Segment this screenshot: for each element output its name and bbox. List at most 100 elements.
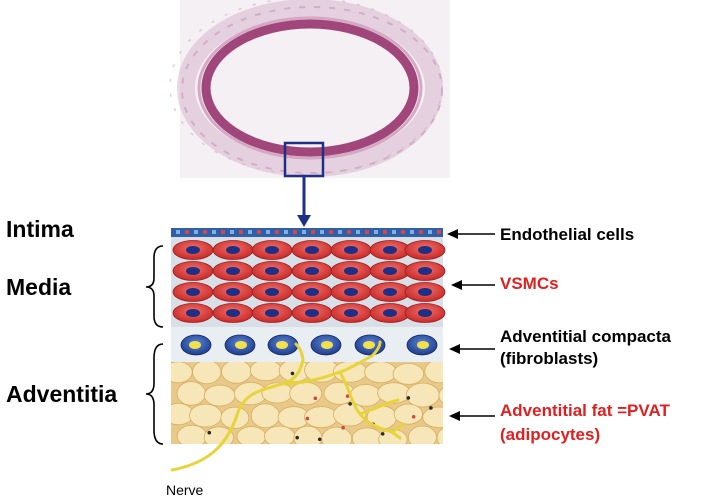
vsmc-nucleus <box>383 288 397 296</box>
endothelial-cell <box>266 230 270 234</box>
vsmc-nucleus <box>226 288 240 296</box>
media-layer <box>171 237 446 327</box>
adipocyte <box>364 362 398 384</box>
vsmc-nucleus <box>383 267 397 275</box>
stromal-dot <box>406 396 411 400</box>
vsmc-nucleus <box>383 246 397 254</box>
endothelial-cell <box>284 230 288 234</box>
vsmc-nucleus <box>344 246 358 254</box>
fibroblasts-label: (fibroblasts) <box>500 349 599 368</box>
endothelial-cell <box>311 230 315 234</box>
endothelial-cell <box>365 230 369 234</box>
stromal-dot <box>313 396 318 401</box>
endothelial-cell <box>356 230 360 234</box>
vsmc-nucleus <box>226 267 240 275</box>
media-bracket <box>145 245 164 328</box>
adventitia-label: Adventitia <box>6 381 118 407</box>
adipocyte <box>221 362 252 384</box>
endothelial-cell <box>338 230 342 234</box>
endothelial-cell <box>248 230 252 234</box>
endothelial-cell <box>392 230 396 234</box>
endothelial-cell <box>410 230 414 234</box>
adventitia-bracket <box>145 343 164 445</box>
adipocyte <box>378 428 408 444</box>
adipocyte <box>392 363 425 385</box>
intima-label: Intima <box>6 216 74 242</box>
endothelial-cell <box>221 230 225 234</box>
endothelial-cell <box>302 230 306 234</box>
adipocyte <box>422 406 443 429</box>
adipocyte <box>236 426 267 444</box>
adipocyte <box>436 427 443 444</box>
vsmc-nucleus <box>305 246 319 254</box>
endothelial-cell <box>329 230 333 234</box>
endothelial-cell <box>185 230 189 234</box>
vsmc-nucleus <box>418 267 432 275</box>
adipocyte <box>176 424 208 444</box>
vsmc-nucleus <box>344 309 358 317</box>
endothelial-cell <box>230 230 234 234</box>
vsmc-nucleus <box>265 309 279 317</box>
vsmc-nucleus <box>305 309 319 317</box>
vsmc-nucleus <box>418 246 432 254</box>
adipocyte <box>393 403 423 425</box>
stromal-dot <box>429 406 433 410</box>
vsmc-nucleus <box>186 267 200 275</box>
stromal-dot <box>317 437 322 442</box>
adipocyte <box>249 362 282 382</box>
adipocyte <box>289 381 323 406</box>
adipocytes-label: (adipocytes) <box>500 425 601 444</box>
endothelial-cell <box>212 230 216 234</box>
endothelial-cell <box>383 230 387 234</box>
vsmc-nucleus <box>305 267 319 275</box>
adipocyte <box>176 381 206 406</box>
nerve <box>170 340 406 472</box>
stromal-dot <box>305 416 310 421</box>
stromal-dot <box>207 430 212 435</box>
endothelial-cell <box>293 230 297 234</box>
vsmc-nucleus <box>186 309 200 317</box>
vsmc-nucleus <box>344 288 358 296</box>
vsmc-nucleus <box>186 246 200 254</box>
stromal-dot <box>411 415 416 419</box>
endothelial-cell <box>203 230 207 234</box>
vsmc-nucleus <box>226 246 240 254</box>
endothelial-cell <box>419 230 423 234</box>
endothelial-layer <box>171 228 443 237</box>
adipocyte <box>171 362 193 384</box>
compacta-layer <box>171 327 443 362</box>
endothelial-cell <box>374 230 378 234</box>
fibroblast-nucleus <box>189 341 201 349</box>
vsmc-nucleus <box>265 288 279 296</box>
adipocyte <box>407 425 437 444</box>
fibroblast-nucleus <box>235 341 247 349</box>
fibroblast-nucleus <box>321 341 333 349</box>
endothelial-cells-label: Endothelial cells <box>500 225 635 244</box>
stromal-dot <box>348 402 352 406</box>
endothelial-cell <box>401 230 405 234</box>
fibroblast-nucleus <box>417 341 429 349</box>
artery-micrograph <box>169 0 450 178</box>
adventitial-compacta-label: Adventitial compacta <box>500 327 671 346</box>
endothelial-cell <box>437 230 441 234</box>
adipocyte <box>189 403 223 428</box>
adipocyte <box>250 403 281 429</box>
stromal-dot <box>380 432 385 436</box>
vsmc-nucleus <box>265 267 279 275</box>
adipocyte <box>351 427 383 444</box>
media-label: Media <box>6 274 72 300</box>
adipocyte <box>321 426 353 444</box>
vsmc-nucleus <box>383 309 397 317</box>
vsmc-nucleus <box>186 288 200 296</box>
annotation-arrows <box>447 229 495 421</box>
vsmc-label: VSMCs <box>500 274 559 293</box>
endothelial-cell <box>239 230 243 234</box>
adipocyte <box>203 384 236 407</box>
endothelial-cell <box>257 230 261 234</box>
fibroblast-nucleus <box>363 341 375 349</box>
vsmc-nucleus <box>226 309 240 317</box>
endothelial-cell <box>275 230 279 234</box>
adipocyte <box>405 382 440 408</box>
stromal-dot <box>341 425 345 430</box>
